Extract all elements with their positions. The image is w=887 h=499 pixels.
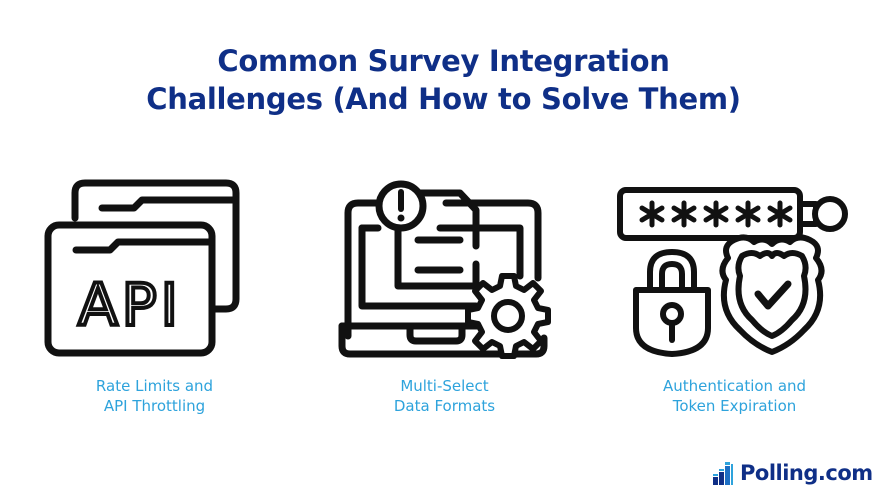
title-line-2: Challenges (And How to Solve Them) (146, 82, 741, 116)
api-windows-icon: API (40, 175, 245, 360)
caption-multi-select: Multi-Select Data Formats (393, 377, 496, 415)
padlock-icon (633, 249, 711, 357)
laptop-document-gear-icon (336, 178, 556, 360)
page-title: Common Survey Integration Challenges (An… (0, 42, 887, 118)
caption-authentication: Authentication and Token Expiration (662, 377, 807, 415)
masked-password (639, 200, 793, 228)
shield-check-icon (719, 234, 825, 355)
bar-chart-logo-icon (713, 462, 733, 485)
brand-name: Polling.com (740, 461, 873, 485)
title-line-1: Common Survey Integration (217, 44, 670, 78)
api-label: API (78, 271, 182, 339)
password-lock-shield-icon (612, 180, 852, 360)
polling-logo[interactable]: Polling.com (712, 458, 873, 488)
caption-rate-limits: Rate Limits and API Throttling (95, 377, 214, 415)
